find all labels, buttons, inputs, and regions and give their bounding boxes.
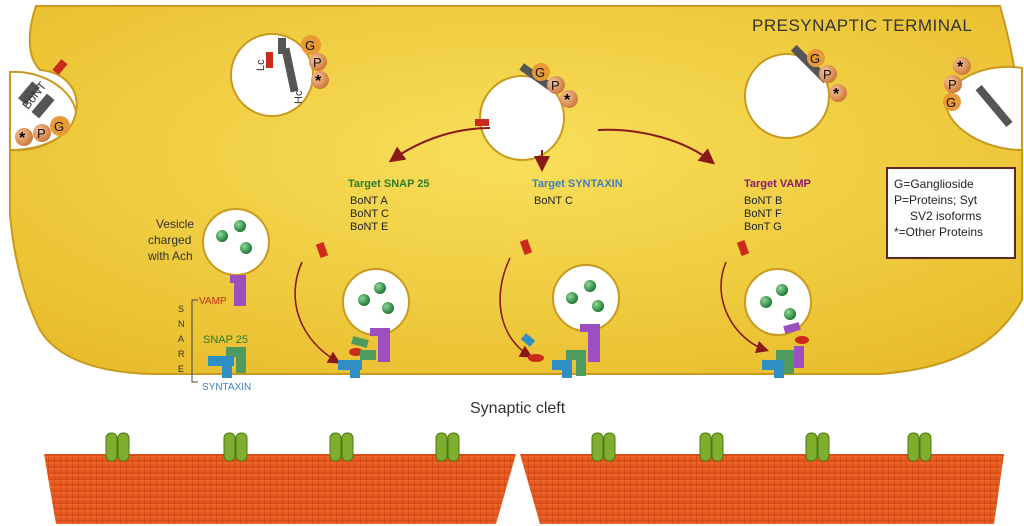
svg-text:BoNT C: BoNT C [534, 195, 573, 207]
lc-label: Lc [255, 59, 267, 71]
svg-text:P: P [823, 67, 832, 82]
svg-text:BoNT E: BoNT E [350, 221, 388, 233]
ach-receptors [105, 432, 932, 462]
svg-text:P: P [948, 77, 957, 92]
endosome-vesicle-3 [479, 75, 565, 161]
vesicle-snap25-target [338, 268, 410, 378]
target-title: Target VAMP [744, 178, 811, 190]
svg-text:P: P [551, 78, 560, 93]
postsynaptic-membrane-left [44, 454, 516, 524]
svg-text:*: * [315, 73, 322, 90]
target-title: Target SNAP 25 [348, 178, 430, 190]
ach-vesicle-intact [202, 208, 270, 276]
receptor-cluster-3: G P * [532, 63, 578, 109]
light-chain-1 [315, 242, 329, 258]
snare-bracket [191, 299, 198, 383]
legend-ganglioside: G=Ganglioside [894, 177, 974, 191]
ach-receptor [805, 432, 830, 462]
synaptic-cleft-label: Synaptic cleft [470, 400, 566, 417]
svg-text:P: P [37, 126, 46, 141]
target-title: Target SYNTAXIN [532, 178, 623, 190]
legend-box: G=Ganglioside P=Proteins; Syt SV2 isofor… [886, 167, 1016, 259]
postsynaptic-membrane-right [520, 454, 1004, 524]
legend-other: *=Other Proteins [894, 225, 984, 239]
legend-sv2: SV2 isoforms [910, 209, 982, 223]
ach-receptor [105, 432, 130, 462]
vesicle-label-3: with Ach [147, 249, 193, 263]
legend-proteins: P=Proteins; Syt [894, 193, 978, 207]
target-vamp: Target VAMP BoNT B BoNT F BonT G [744, 178, 811, 233]
svg-text:G: G [54, 119, 64, 134]
light-chain-2 [519, 239, 533, 255]
lc-path-2 [499, 257, 533, 358]
svg-text:A: A [178, 334, 184, 344]
svg-text:BonT G: BonT G [744, 221, 782, 233]
vesicle-vamp-target [744, 268, 812, 378]
vamp-label: VAMP [199, 296, 227, 307]
receptor-cluster-1: * P G [15, 116, 70, 147]
snap25-label: SNAP 25 [203, 334, 248, 346]
terminal-title: PRESYNAPTIC TERMINAL [752, 16, 972, 35]
syntaxin-label: SYNTAXIN [202, 382, 251, 393]
svg-text:E: E [178, 364, 184, 374]
svg-text:G: G [305, 38, 315, 53]
light-chain-3 [736, 240, 750, 256]
lc-path-3 [720, 261, 770, 354]
snare-complex-intact [208, 275, 246, 378]
ach-receptor [223, 432, 248, 462]
ach-receptor [329, 432, 354, 462]
vesicle-label-1: Vesicle [156, 217, 194, 231]
ach-receptor [907, 432, 932, 462]
receptor-cluster-4: G P * [807, 49, 847, 103]
vesicle-label-2: charged [148, 233, 191, 247]
svg-text:G: G [946, 95, 956, 110]
ach-receptor [435, 432, 460, 462]
svg-text:P: P [313, 55, 322, 70]
svg-text:BoNT F: BoNT F [744, 208, 782, 220]
svg-text:N: N [178, 319, 185, 329]
svg-text:G: G [810, 51, 820, 66]
svg-text:S: S [178, 304, 184, 314]
endosome-vesicle-4 [744, 53, 830, 139]
arrow-to-snap25 [388, 127, 491, 163]
ach-receptor [591, 432, 616, 462]
receptor-cluster-5: * P G [943, 57, 971, 111]
svg-text:BoNT C: BoNT C [350, 208, 389, 220]
svg-text:*: * [833, 86, 840, 103]
target-syntaxin: Target SYNTAXIN BoNT C [532, 178, 623, 207]
arrow-to-vamp [597, 128, 716, 165]
svg-text:BoNT B: BoNT B [744, 195, 782, 207]
svg-text:BoNT A: BoNT A [350, 195, 388, 207]
bont-toxin-1: BoNT [18, 59, 68, 119]
svg-text:G: G [535, 65, 545, 80]
svg-text:*: * [564, 92, 571, 109]
snare-vertical-label: S N A R E [178, 304, 185, 374]
svg-text:R: R [178, 349, 185, 359]
ach-receptor [699, 432, 724, 462]
svg-text:*: * [957, 59, 964, 76]
target-snap25: Target SNAP 25 BoNT A BoNT C BoNT E [348, 178, 430, 233]
lc-path-1 [294, 261, 341, 364]
presynaptic-terminal [9, 5, 1023, 375]
hc-label: Hc [293, 90, 305, 104]
receptor-cluster-2: G P * [301, 35, 329, 90]
svg-text:*: * [19, 130, 26, 147]
bont-toxin-5 [975, 85, 1013, 127]
bont-toxin-2: Lc Hc [255, 38, 305, 104]
vesicle-syntaxin-target [520, 264, 620, 378]
